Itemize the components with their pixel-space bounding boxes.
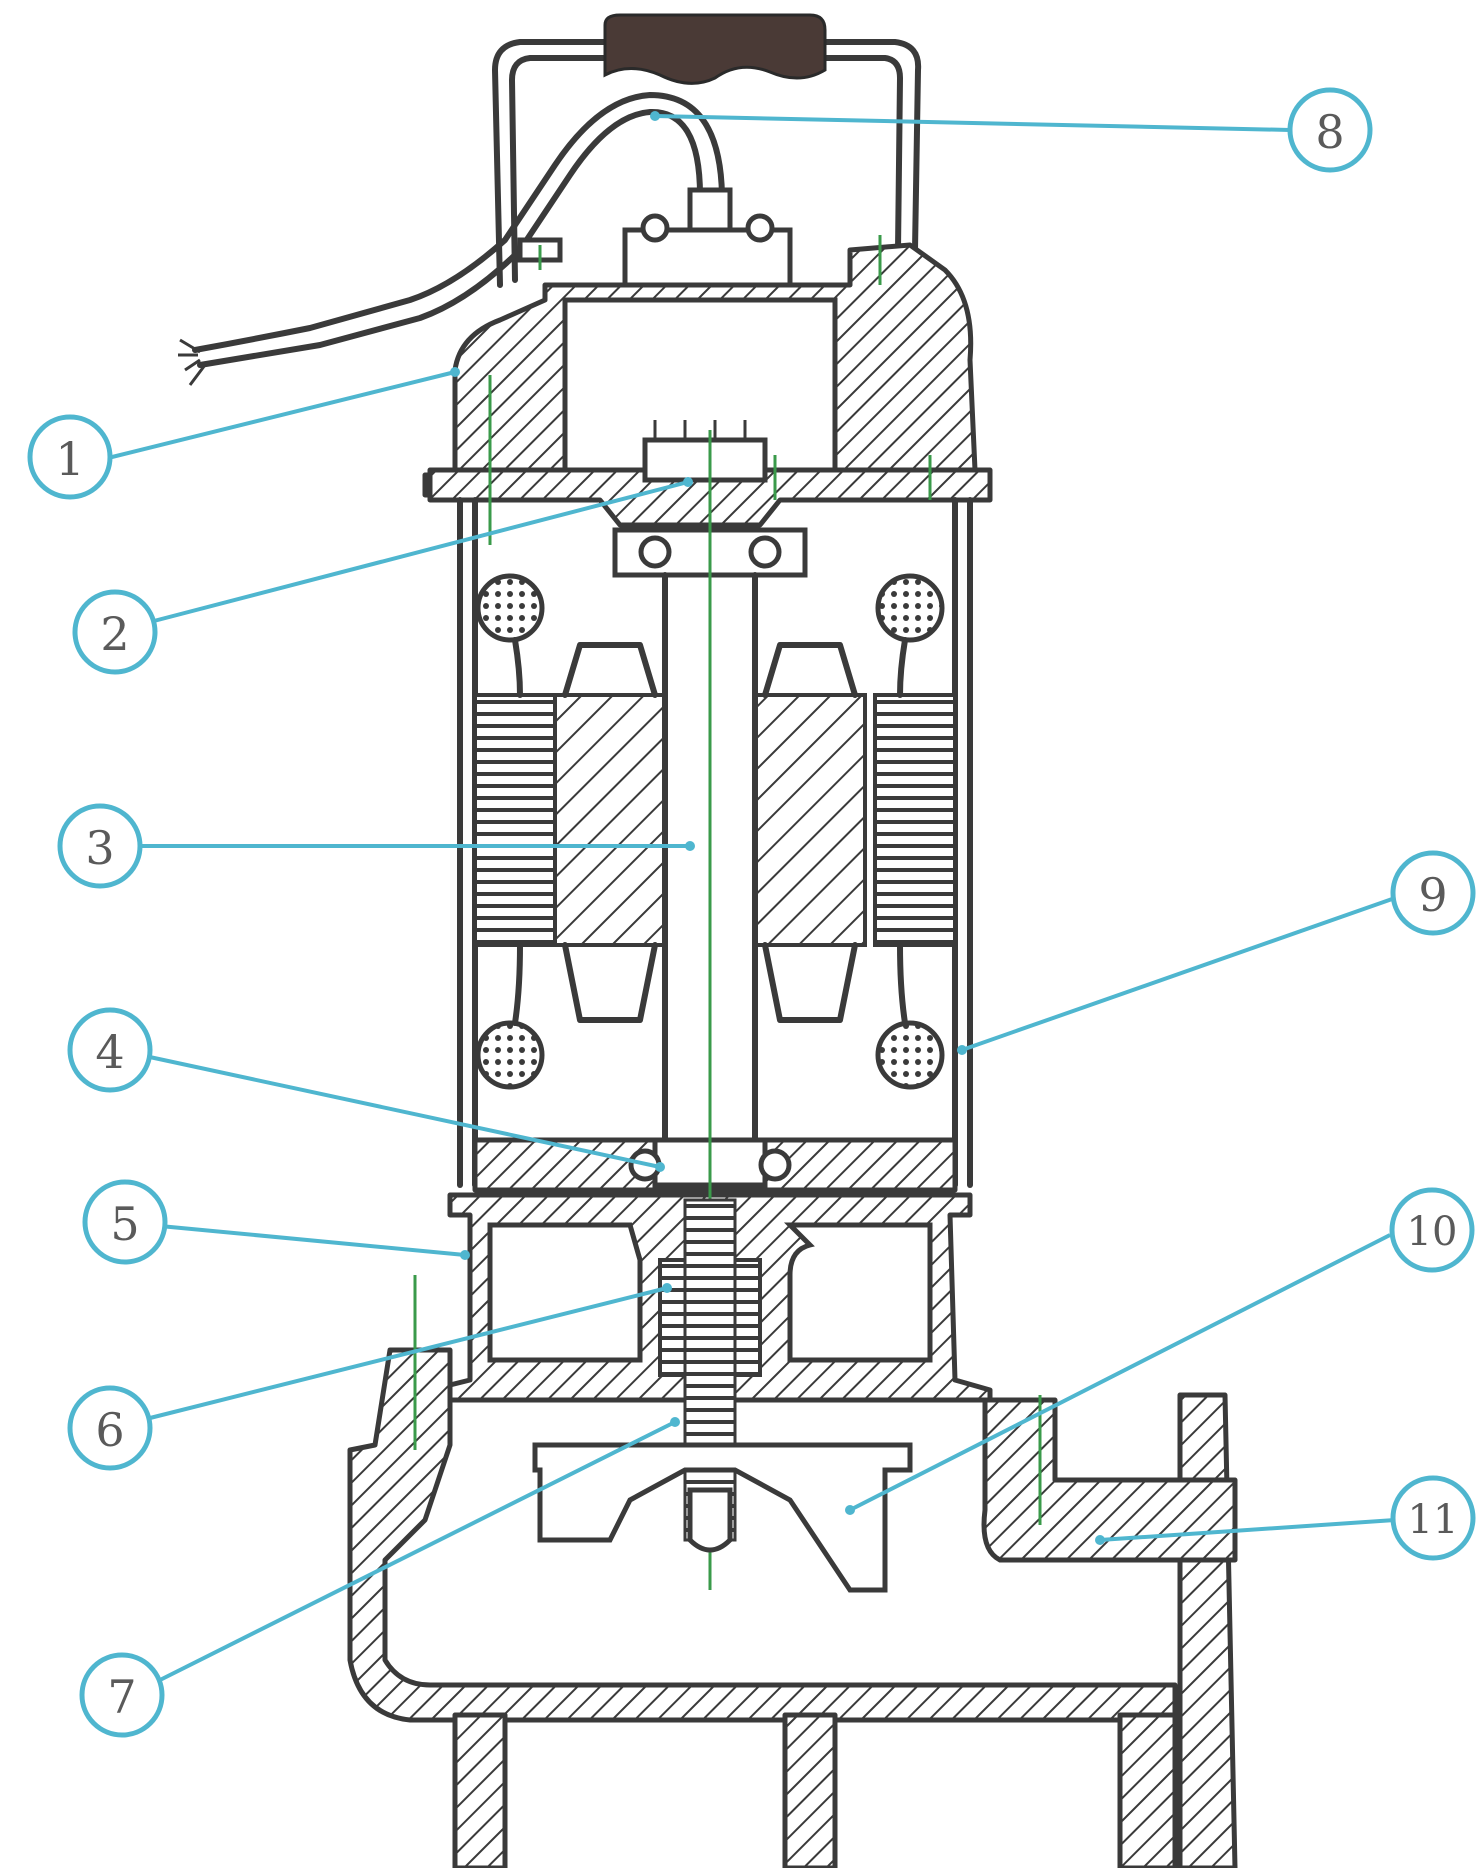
leader-8 bbox=[654, 114, 1291, 132]
leader-9 bbox=[961, 896, 1396, 1052]
impeller bbox=[532, 1442, 913, 1593]
callout-2-label: 2 bbox=[100, 607, 129, 661]
leader-2 bbox=[149, 480, 689, 624]
leader-1 bbox=[107, 370, 456, 460]
shaft bbox=[683, 430, 737, 1590]
pump-volute bbox=[347, 1347, 1238, 1868]
callout-7-label: 7 bbox=[107, 1670, 136, 1724]
fastening-bolts bbox=[413, 235, 1042, 1525]
callout-11-label: 11 bbox=[1408, 1497, 1459, 1543]
callout-11: 11 bbox=[1390, 1475, 1476, 1561]
stator-left bbox=[473, 693, 557, 947]
callout-7: 7 bbox=[79, 1652, 165, 1738]
carry-handle bbox=[492, 13, 922, 288]
leader-lines bbox=[107, 111, 1396, 1682]
callout-9: 9 bbox=[1390, 850, 1476, 936]
lower-bearing bbox=[472, 1137, 958, 1193]
rotor bbox=[553, 572, 867, 1143]
leader-4 bbox=[144, 1054, 661, 1169]
callout-6: 6 bbox=[67, 1385, 153, 1471]
callout-5: 5 bbox=[82, 1179, 168, 1265]
callout-8-label: 8 bbox=[1315, 105, 1344, 159]
stator-windings bbox=[475, 573, 945, 1090]
leader-7 bbox=[159, 1420, 676, 1682]
callout-10-label: 10 bbox=[1407, 1209, 1458, 1255]
callout-9-label: 9 bbox=[1418, 868, 1447, 922]
leader-6 bbox=[149, 1286, 668, 1420]
callout-6-label: 6 bbox=[95, 1403, 124, 1457]
callout-5-label: 5 bbox=[110, 1197, 139, 1251]
leader-10 bbox=[849, 1233, 1391, 1512]
callout-1-label: 1 bbox=[55, 432, 84, 486]
callout-8: 8 bbox=[1287, 87, 1373, 173]
callout-2: 2 bbox=[72, 589, 158, 675]
leader-5 bbox=[159, 1224, 466, 1257]
top-cover bbox=[422, 187, 993, 498]
callout-10: 10 bbox=[1389, 1187, 1475, 1273]
callout-1: 1 bbox=[27, 414, 113, 500]
callout-3-label: 3 bbox=[85, 821, 114, 875]
handle-grip bbox=[603, 13, 827, 85]
leader-11 bbox=[1099, 1518, 1396, 1542]
callout-4: 4 bbox=[67, 1007, 153, 1093]
callout-3: 3 bbox=[57, 803, 143, 889]
callout-4-label: 4 bbox=[95, 1025, 124, 1079]
stator-right bbox=[873, 693, 957, 947]
